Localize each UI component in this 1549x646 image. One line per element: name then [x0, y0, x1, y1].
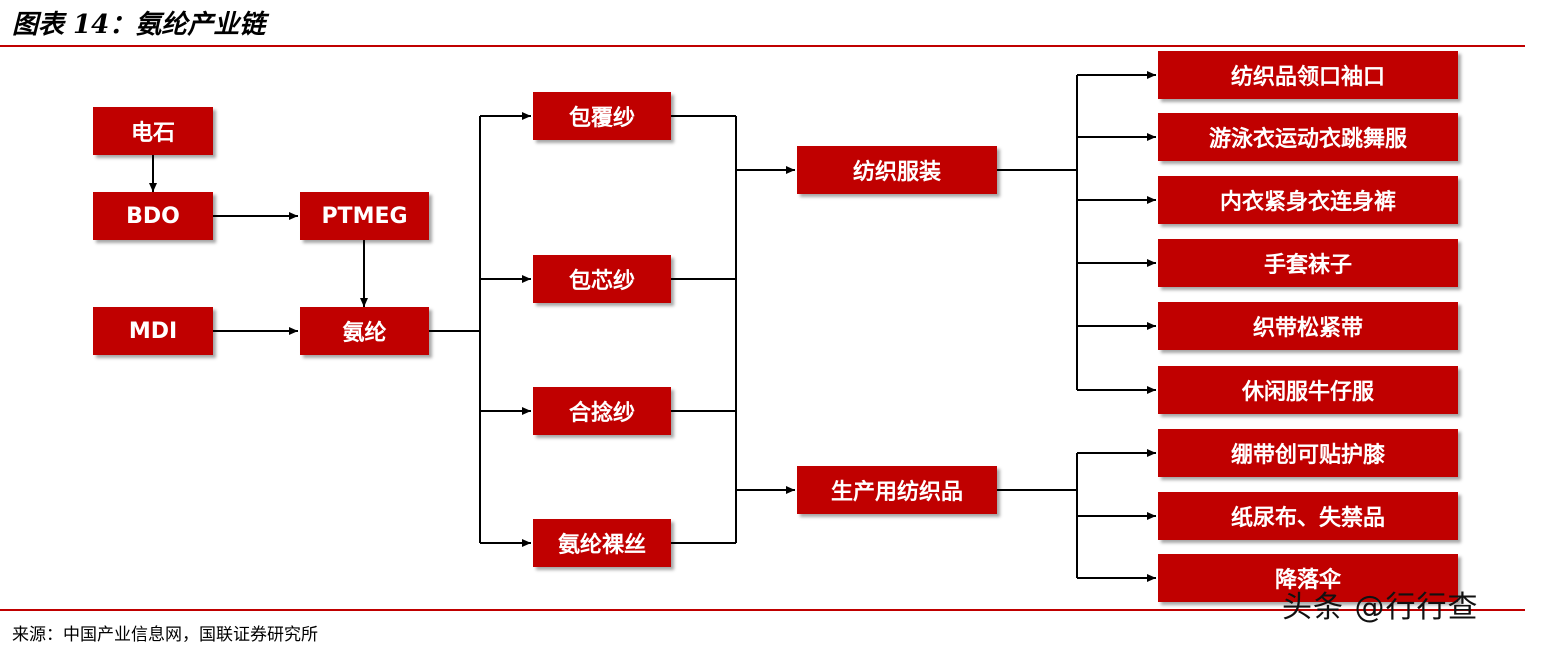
node-diaper: 纸尿布、失禁品 — [1158, 492, 1458, 540]
node-plied-yarn: 合捻纱 — [533, 387, 671, 435]
node-collar-cuff: 纺织品领口袖口 — [1158, 51, 1458, 99]
node-elastic-band: 织带松紧带 — [1158, 302, 1458, 350]
bottom-rule — [0, 609, 1525, 611]
node-parachute: 降落伞 — [1158, 554, 1458, 602]
node-bdo: BDO — [93, 192, 213, 240]
node-textile-apparel: 纺织服装 — [797, 146, 997, 194]
top-rule — [0, 45, 1525, 47]
figure-title: 图表 14：氨纶产业链 — [12, 10, 266, 40]
node-bare-spandex: 氨纶裸丝 — [533, 519, 671, 567]
node-casual-denim: 休闲服牛仔服 — [1158, 366, 1458, 414]
node-mdi: MDI — [93, 307, 213, 355]
node-spandex: 氨纶 — [300, 307, 429, 355]
source-note: 来源：中国产业信息网，国联证券研究所 — [12, 625, 318, 645]
watermark: 头条 @行行查 — [1282, 590, 1479, 625]
node-industrial-textiles: 生产用纺织品 — [797, 466, 997, 514]
node-bandage: 绷带创可贴护膝 — [1158, 429, 1458, 477]
node-core-spun-yarn: 包芯纱 — [533, 255, 671, 303]
node-underwear-bodysuit: 内衣紧身衣连身裤 — [1158, 176, 1458, 224]
node-ptmeg: PTMEG — [300, 192, 429, 240]
node-calcium-carbide: 电石 — [93, 107, 213, 155]
node-swim-sport-dance: 游泳衣运动衣跳舞服 — [1158, 113, 1458, 161]
node-gloves-socks: 手套袜子 — [1158, 239, 1458, 287]
node-covered-yarn: 包覆纱 — [533, 92, 671, 140]
